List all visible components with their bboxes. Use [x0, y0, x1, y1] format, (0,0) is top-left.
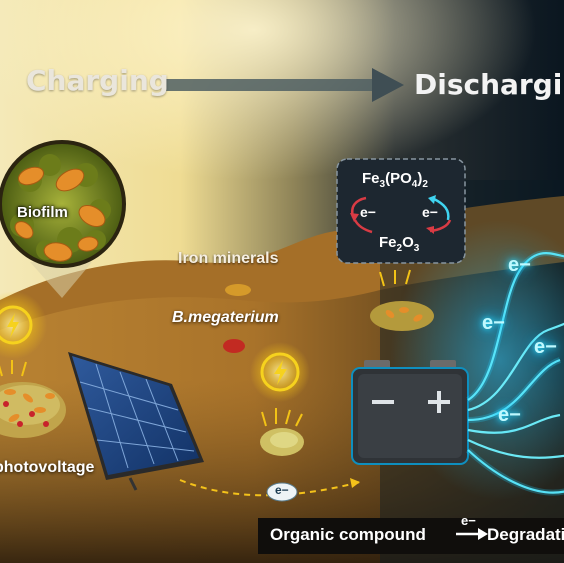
electron-label-redox-left: e− — [360, 204, 376, 220]
solar-panel-icon — [68, 352, 204, 491]
electron-badge: e− — [275, 483, 289, 497]
fe3po4-formula: Fe3(PO4)2 — [362, 170, 428, 190]
lightning-icon — [0, 291, 47, 359]
biofilm-label: Biofilm — [17, 204, 68, 221]
bacteria-cluster-right — [370, 269, 434, 331]
bacteria-cluster-middle — [260, 428, 304, 456]
discharging-heading: Discharging — [414, 68, 564, 101]
organic-compound-label: Organic compound — [270, 525, 426, 544]
b-megaterium-label: B.megaterium — [172, 309, 279, 326]
electron-glow-2: e− — [482, 312, 505, 334]
bacteria-cluster-left — [0, 382, 66, 438]
lightning-icon — [250, 342, 310, 402]
electron-glow-4: e− — [498, 404, 521, 426]
electron-glow-1: e− — [508, 254, 531, 276]
electron-label-bar: e− — [461, 513, 476, 528]
redox-box — [336, 158, 466, 264]
photovoltage-label: photovoltage — [0, 459, 95, 476]
electron-label-redox-right: e− — [422, 204, 438, 220]
arrow-right-icon — [165, 68, 404, 102]
battery-icon — [351, 360, 469, 465]
electron-wires — [467, 252, 564, 494]
degradation-label: Degradation — [487, 525, 564, 544]
biofilm-magnifier — [0, 140, 126, 298]
charging-heading: Charging — [26, 64, 169, 97]
iron-minerals-label: Iron minerals — [178, 250, 279, 267]
fe2o3-formula: Fe2O3 — [379, 234, 420, 254]
electron-glow-3: e− — [534, 336, 557, 358]
